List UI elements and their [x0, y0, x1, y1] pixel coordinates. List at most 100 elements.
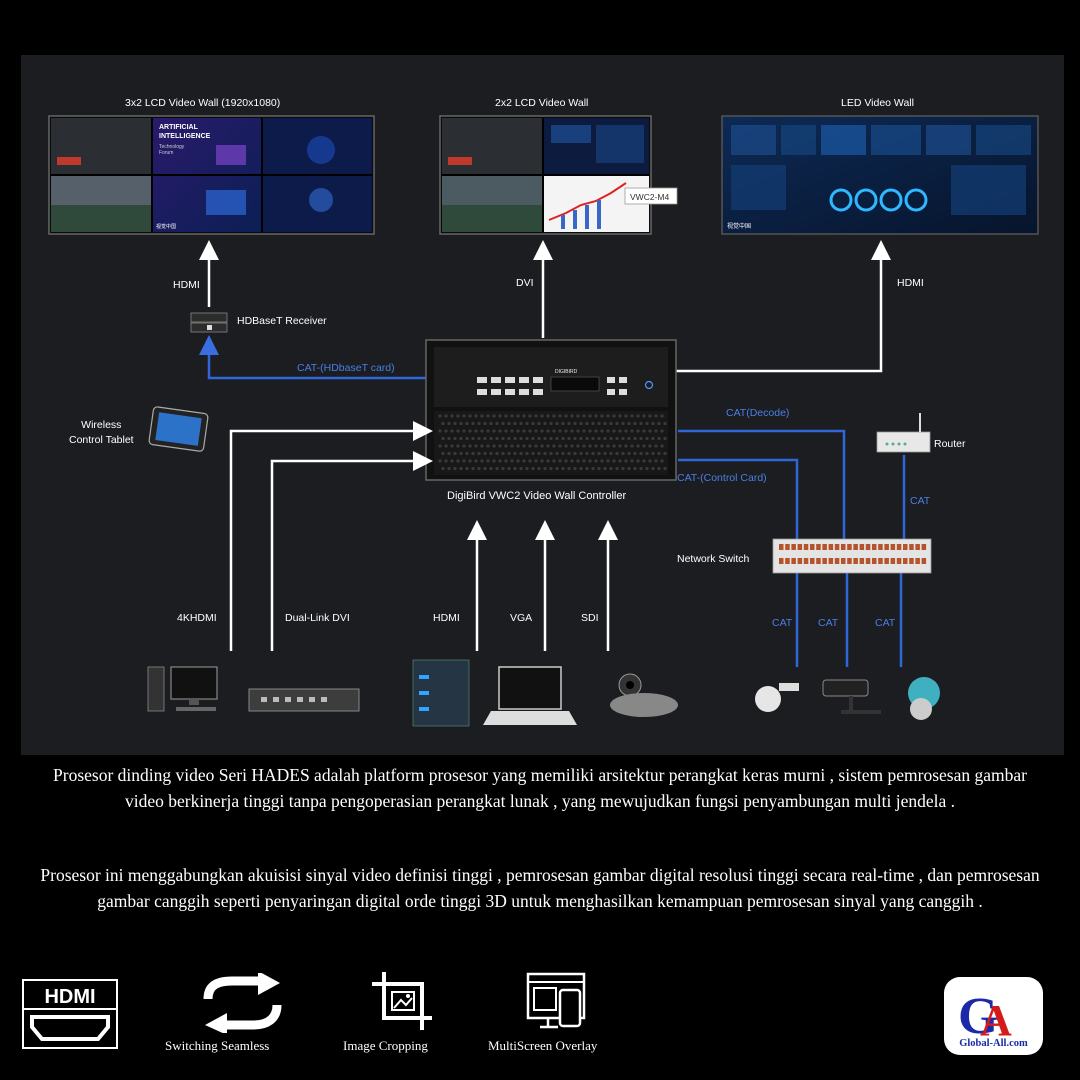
vent-hole: [567, 451, 571, 456]
vent-hole: [462, 414, 466, 418]
label-wireless-tablet: Wireless Control Tablet: [69, 419, 134, 446]
switch-port: [884, 558, 889, 564]
vent-hole: [516, 459, 520, 463]
vent-hole: [561, 451, 565, 456]
vent-hole: [546, 429, 550, 433]
switch-port: [816, 558, 821, 564]
vent-hole: [453, 451, 457, 456]
switch-port: [884, 544, 889, 550]
vent-hole: [471, 436, 475, 441]
vent-hole: [513, 466, 517, 471]
vent-hole: [507, 466, 511, 471]
vent-hole: [450, 414, 454, 418]
vent-hole: [642, 429, 646, 433]
vent-hole: [483, 466, 487, 471]
vent-hole: [567, 436, 571, 441]
switch-port: [803, 558, 809, 564]
vent-hole: [564, 414, 568, 418]
vent-hole: [501, 421, 505, 426]
label-in-dual-link-dvi: Dual-Link DVI: [285, 612, 350, 624]
vent-hole: [438, 429, 442, 433]
vent-hole: [540, 459, 544, 463]
vent-hole: [633, 451, 637, 456]
vent-hole: [480, 429, 484, 433]
vent-hole: [441, 466, 445, 471]
vent-hole: [507, 436, 511, 441]
vent-hole: [543, 436, 547, 441]
vent-hole: [444, 429, 448, 433]
vent-hole: [612, 459, 616, 463]
vent-hole: [600, 444, 604, 448]
vent-hole: [639, 421, 643, 426]
hdmi-icon-text: HDMI: [44, 986, 95, 1008]
feature-switching: [200, 971, 285, 1038]
vent-hole: [642, 444, 646, 448]
label-dvi-out: DVI: [516, 277, 534, 289]
vent-hole: [453, 466, 457, 471]
vent-hole: [450, 429, 454, 433]
vent-hole: [492, 459, 496, 463]
switch-port: [915, 544, 920, 550]
vent-hole: [489, 421, 493, 426]
switch-port: [896, 544, 902, 550]
vent-hole: [555, 421, 559, 426]
system-diagram: ARTIFICIAL INTELLIGENCE Technology Forum…: [21, 55, 1064, 755]
vent-hole: [507, 421, 511, 426]
vent-hole: [633, 436, 637, 441]
switch-port: [903, 558, 908, 564]
network-switch: [772, 538, 932, 574]
vent-hole: [573, 436, 577, 441]
vent-hole: [585, 421, 589, 426]
vent-hole: [543, 451, 547, 456]
vent-hole: [642, 414, 646, 418]
vent-hole: [645, 451, 649, 456]
vent-hole: [483, 451, 487, 456]
vent-hole: [504, 444, 508, 448]
vent-hole: [627, 421, 631, 426]
vent-hole: [663, 466, 667, 471]
vent-hole: [474, 459, 478, 463]
server: [412, 659, 470, 727]
wireless-tablet: [148, 406, 209, 452]
vent-hole: [606, 414, 610, 418]
switch-port: [785, 558, 790, 564]
feature-cropping: [370, 970, 436, 1037]
vent-hole: [528, 444, 532, 448]
switch-port: [828, 558, 834, 564]
vent-hole: [450, 444, 454, 448]
vent-hole: [501, 466, 505, 471]
vent-hole: [528, 414, 532, 418]
vent-hole: [645, 436, 649, 441]
description-paragraph-1: Prosesor dinding video Seri HADES adalah…: [53, 765, 1027, 811]
vent-hole: [549, 451, 553, 456]
lcd-3x2-video-wall: ARTIFICIAL INTELLIGENCE Technology Forum…: [48, 115, 375, 235]
switch-port: [816, 544, 821, 550]
vent-hole: [477, 436, 481, 441]
vent-hole: [591, 436, 595, 441]
vent-hole: [609, 466, 613, 471]
vent-hole: [453, 436, 457, 441]
switch-port: [822, 544, 827, 550]
vent-hole: [531, 466, 535, 471]
vent-hole: [456, 459, 460, 463]
vent-hole: [516, 429, 520, 433]
label-router: Router: [934, 438, 966, 450]
hdbaset-receiver: [190, 312, 228, 333]
vent-hole: [630, 459, 634, 463]
vent-hole: [558, 414, 562, 418]
vent-hole: [504, 429, 508, 433]
vent-hole: [552, 444, 556, 448]
vent-hole: [609, 436, 613, 441]
vent-hole: [663, 451, 667, 456]
vent-hole: [645, 466, 649, 471]
vent-hole: [486, 459, 490, 463]
vent-hole: [579, 421, 583, 426]
vent-hole: [468, 444, 472, 448]
vent-hole: [543, 421, 547, 426]
vent-hole: [549, 421, 553, 426]
vent-hole: [495, 421, 499, 426]
label-cat-cam1: CAT: [772, 617, 793, 629]
switch-port: [859, 544, 865, 550]
switch-port: [878, 558, 883, 564]
vent-hole: [558, 459, 562, 463]
